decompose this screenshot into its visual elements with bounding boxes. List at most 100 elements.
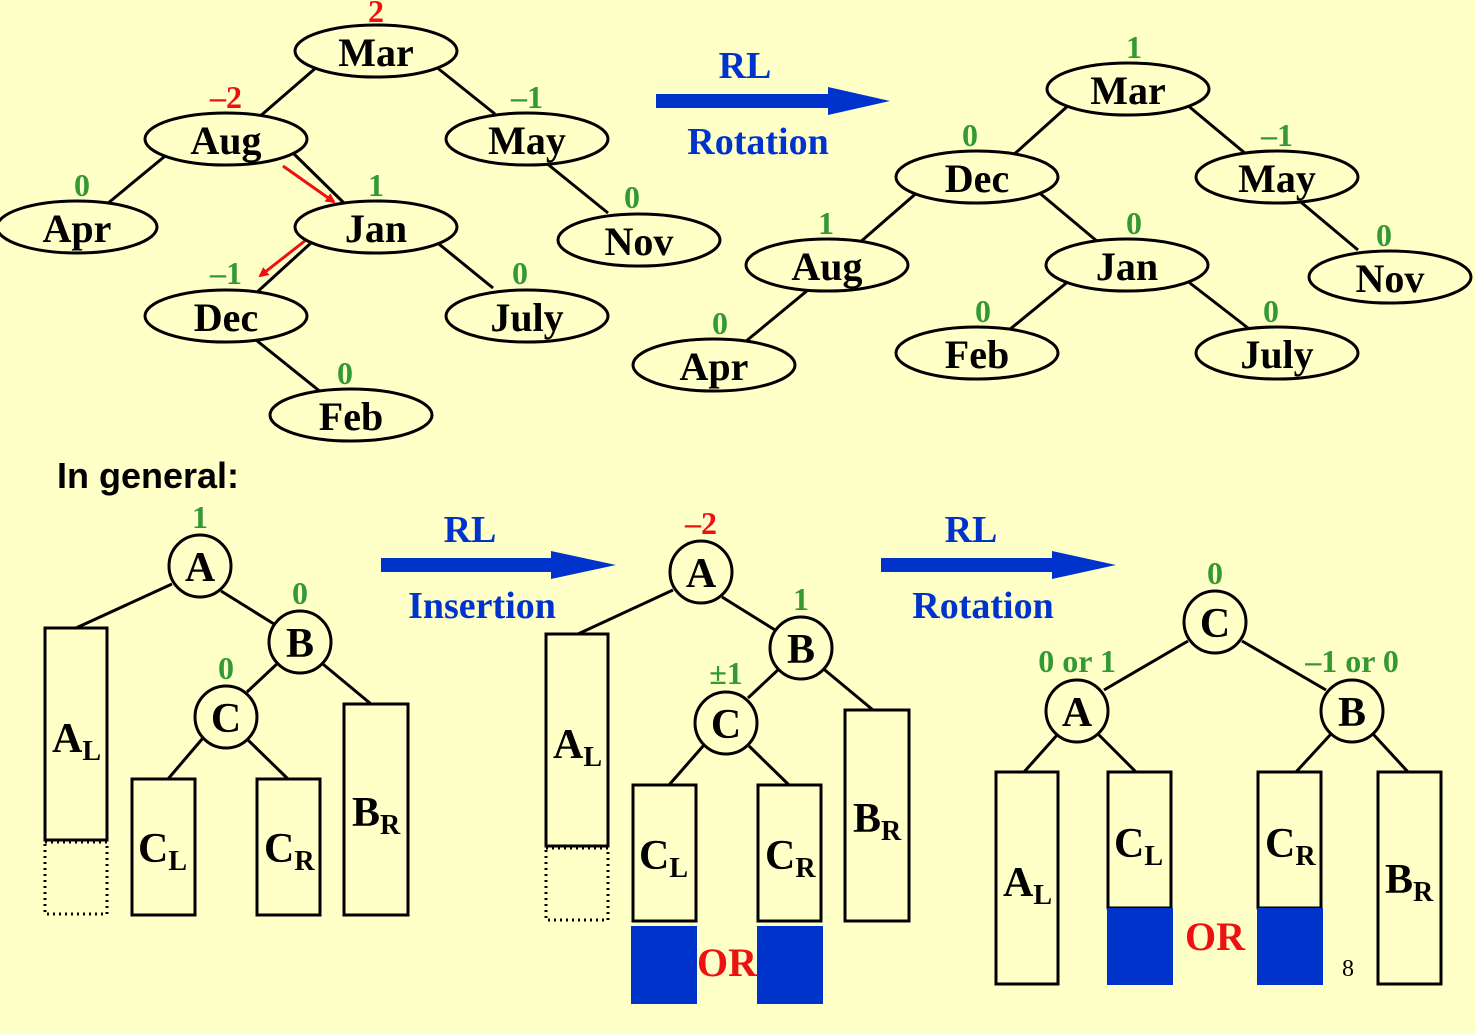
insertion-path-arrow: [258, 238, 307, 278]
edge-c-b: [1241, 639, 1327, 692]
node-apr-balance: 0: [74, 167, 90, 203]
node-a: [167, 533, 233, 599]
node-dec-label: Dec: [194, 295, 258, 340]
node-feb-balance: 0: [975, 293, 991, 329]
node-c: [693, 690, 759, 756]
edge-c-cr: [246, 738, 290, 781]
node-mar-label: Mar: [1090, 68, 1166, 113]
node-mar: [1045, 61, 1211, 117]
edge-jan-july: [433, 238, 494, 290]
node-nov-label: Nov: [1356, 256, 1425, 301]
node-feb-balance: 0: [337, 355, 353, 391]
node-feb-label: Feb: [319, 394, 383, 439]
edge-may-nov: [1295, 196, 1359, 252]
node-jan-label: Jan: [345, 206, 407, 251]
node-may: [1194, 149, 1360, 205]
node-july: [1194, 325, 1360, 381]
subtree-cr-label: CR: [1265, 821, 1316, 872]
node-apr: [631, 337, 797, 393]
subtree-al: [544, 632, 610, 848]
subtree-al: [43, 626, 109, 842]
subtree-al-label: AL: [1003, 860, 1052, 911]
subtree-br: [843, 708, 911, 923]
or-label: OR: [1185, 914, 1246, 959]
subtree-br: [1376, 770, 1443, 986]
top-right-tree: Mar 1 Dec 0 May –1 Aug 1 Jan 0 Nov 0 Apr…: [631, 29, 1473, 393]
node-may-label: May: [1238, 156, 1316, 201]
node-a-label: A: [185, 545, 216, 591]
node-july-label: July: [1240, 332, 1313, 377]
node-aug-label: Aug: [791, 244, 862, 289]
node-may-balance: –1: [1260, 117, 1293, 153]
node-b-label: B: [1338, 690, 1366, 736]
subtree-cl-label: CL: [639, 833, 688, 884]
general-after-rotation-tree: AL CL CR BR OR C 0 A 0 or 1 B –1 or 0: [994, 555, 1443, 986]
node-july-balance: 0: [512, 255, 528, 291]
subtree-al-label: AL: [52, 716, 101, 767]
subtree-cl: [631, 783, 698, 923]
subtree-cl-growth: [1107, 908, 1173, 985]
edge-aug-apr: [106, 150, 171, 206]
node-nov-balance: 0: [1376, 217, 1392, 253]
node-jan: [1044, 237, 1210, 293]
node-dec-balance: –1: [209, 255, 242, 291]
subtree-cr-growth: [757, 926, 823, 1004]
node-dec-label: Dec: [945, 156, 1009, 201]
arrow-label-top: RL: [945, 509, 998, 551]
node-a-label: A: [1062, 690, 1093, 736]
node-feb: [268, 387, 434, 443]
node-c-label: C: [211, 696, 241, 742]
right-arrow-icon: [881, 551, 1116, 579]
node-aug-label: Aug: [190, 118, 261, 163]
node-dec-balance: 0: [962, 117, 978, 153]
edge-mar-dec: [1008, 102, 1072, 160]
node-mar-label: Mar: [338, 30, 414, 75]
node-july-balance: 0: [1263, 293, 1279, 329]
edge-aug-apr: [744, 288, 809, 344]
node-may-label: May: [488, 118, 566, 163]
subtree-cl-label: CL: [138, 826, 187, 877]
node-c-label: C: [711, 702, 741, 748]
subtree-br-label: BR: [352, 790, 401, 841]
page-number: 8: [1342, 956, 1354, 982]
node-a: [1044, 678, 1110, 744]
edge-a-b: [220, 589, 275, 626]
edge-c-cl: [166, 737, 205, 780]
right-arrow-icon: [381, 551, 616, 579]
node-aug: [744, 237, 910, 293]
edge-a-cl: [1096, 732, 1138, 774]
arrow-label-bottom: Rotation: [912, 585, 1053, 627]
arrow-label-bottom: Insertion: [408, 585, 556, 627]
node-dec: [894, 149, 1060, 205]
node-jan-balance: 1: [368, 167, 384, 203]
subtree-cl-growth: [631, 926, 697, 1004]
subtree-al-growth: [544, 846, 610, 922]
subtree-al-growth: [43, 840, 109, 916]
node-jan-balance: 0: [1126, 205, 1142, 241]
node-a: [668, 539, 734, 605]
node-may-balance: –1: [510, 79, 543, 115]
general-before-tree: AL CL CR BR A 1 B 0 C 0: [43, 499, 410, 917]
edge-dec-aug: [857, 188, 921, 246]
node-c-label: C: [1200, 601, 1230, 647]
node-apr-label: Apr: [680, 344, 749, 389]
subtree-cr: [255, 777, 322, 917]
edge-jan-feb: [1008, 278, 1071, 332]
node-july: [444, 288, 610, 344]
node-nov: [1307, 249, 1473, 305]
subtree-cr-label: CR: [264, 826, 315, 877]
edge-mar-may: [434, 64, 496, 116]
node-b-balance: 0: [292, 575, 308, 611]
rl-rotation-arrow: RL Rotation: [881, 509, 1116, 627]
node-apr-balance: 0: [712, 305, 728, 341]
edge-jan-july: [1185, 278, 1249, 330]
general-after-insert-tree: AL CL CR BR OR A –2 B 1 C ±1: [544, 505, 911, 1004]
top-rl-rotation-arrow: RL Rotation: [656, 45, 890, 163]
edge-dec-feb: [255, 338, 323, 395]
subtree-cr: [1256, 770, 1323, 910]
node-b-label: B: [286, 621, 314, 667]
edge-a-b: [721, 595, 776, 632]
edge-dec-jan: [1035, 188, 1099, 244]
top-left-tree: Mar 2 Aug –2 May –1 Apr 0 Jan 1 Nov 0 De…: [0, 0, 722, 443]
node-jan-label: Jan: [1096, 244, 1158, 289]
